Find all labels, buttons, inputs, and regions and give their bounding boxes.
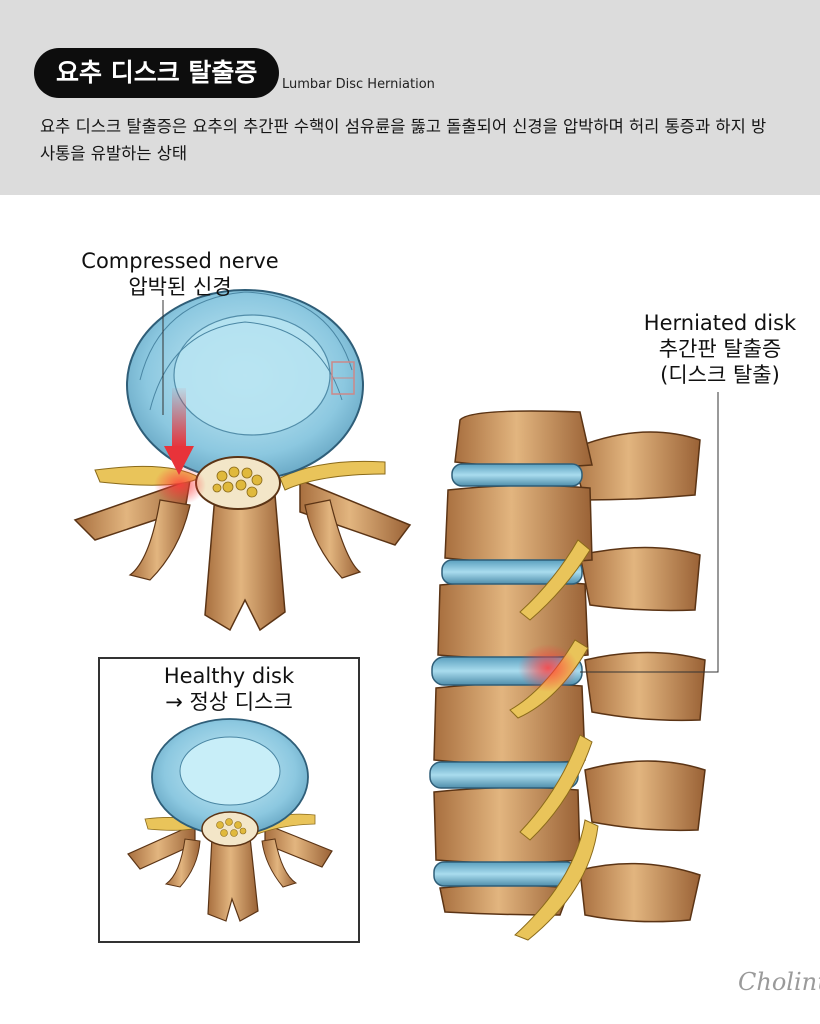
- herniated-disk-label: Herniated disk 추간판 탈출증 (디스크 탈출): [620, 310, 820, 388]
- spine-side-illustration: [429, 392, 719, 941]
- herniated-disk-label-en: Herniated disk: [643, 311, 797, 335]
- herniated-disk-label-ko: 추간판 탈출증: [658, 337, 782, 361]
- page-title: 요추 디스크 탈출증: [34, 48, 280, 98]
- healthy-disk-label-en: Healthy disk: [163, 664, 295, 688]
- healthy-disk-illustration: [127, 718, 333, 922]
- compressed-nerve-label-en: Compressed nerve: [81, 249, 279, 273]
- herniated-disk-label-ko2: (디스크 탈출): [660, 363, 780, 387]
- compressed-vertebra-illustration: [73, 289, 412, 632]
- page-subtitle-en: Lumbar Disc Herniation: [282, 77, 435, 92]
- healthy-disk-label-ko: → 정상 디스크: [165, 690, 293, 714]
- header-banner: 요추 디스크 탈출증 Lumbar Disc Herniation 요추 디스크…: [0, 0, 820, 195]
- description-text: 요추 디스크 탈출증은 요추의 추간판 수핵이 섬유륜을 뚫고 돌출되어 신경을…: [40, 117, 767, 163]
- compressed-nerve-label-ko: 압박된 신경: [128, 275, 232, 299]
- seal-stamp: [331, 361, 355, 395]
- healthy-disk-box: Healthy disk → 정상 디스크: [98, 657, 360, 943]
- brand-logo: Cholinus: [738, 968, 820, 996]
- down-arrow-icon: [172, 388, 186, 448]
- compressed-nerve-label: Compressed nerve 압박된 신경: [60, 248, 300, 300]
- healthy-disk-label: Healthy disk → 정상 디스크: [100, 663, 358, 715]
